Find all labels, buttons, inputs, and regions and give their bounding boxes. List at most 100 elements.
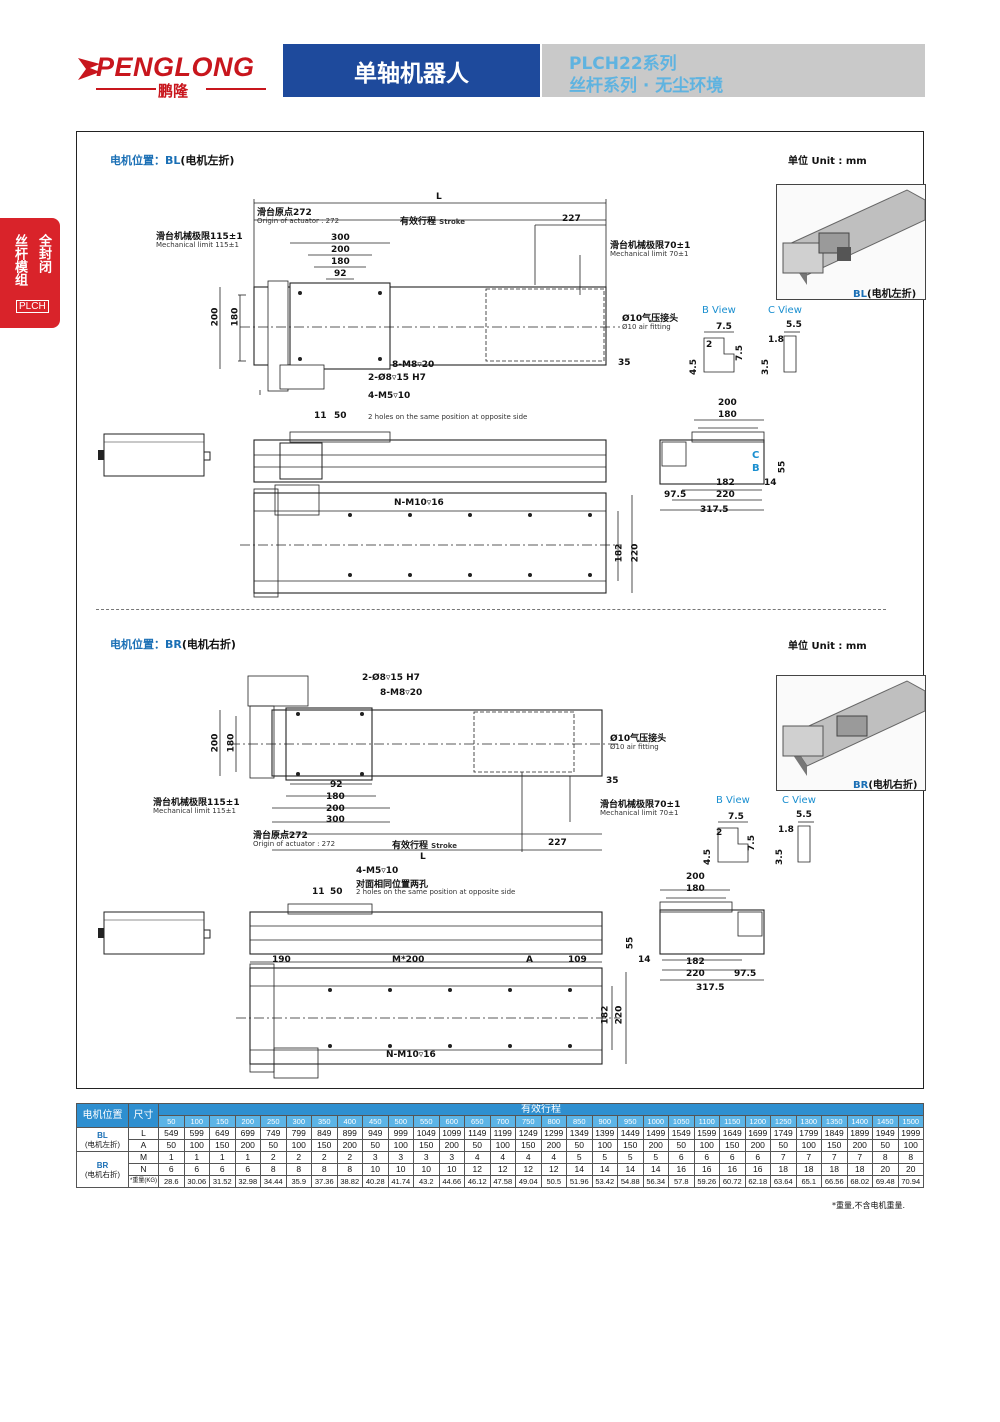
br-c35: 3.5 [774, 849, 785, 865]
br-dim-50: 50 [330, 887, 343, 897]
table-cell: 12 [489, 1163, 516, 1176]
table-cell: 2 [336, 1151, 363, 1164]
bl-c35: 3.5 [760, 359, 771, 375]
table-cell: 1399 [591, 1127, 618, 1140]
table-cell: 999 [387, 1127, 414, 1140]
bl-mech-right-en: Mechanical limit 70±1 [610, 250, 689, 258]
table-cell: 899 [336, 1127, 363, 1140]
bl-air-cn: Ø10气压接头 [622, 314, 679, 324]
table-cell: 12 [515, 1163, 542, 1176]
bl-bc-details [703, 331, 800, 373]
table-cell: 18 [846, 1163, 873, 1176]
br-stroke-cn: 有效行程 [392, 841, 429, 851]
table-cell: 18 [770, 1163, 797, 1176]
br-photo-illustration [782, 680, 926, 776]
table-cell: 46.12 [464, 1175, 491, 1188]
br-end-section [659, 889, 765, 981]
table-cell: 100 [693, 1139, 720, 1152]
table-cell: 7 [795, 1151, 822, 1164]
bl-title-suffix: (电机左折) [180, 154, 235, 167]
table-cell: 8 [285, 1163, 312, 1176]
stroke-header: 有效行程 [158, 1103, 924, 1116]
table-cell: 50 [464, 1139, 491, 1152]
bl-e200: 200 [718, 398, 737, 408]
table-cell: 69.48 [872, 1175, 899, 1188]
table-cell: 70.94 [897, 1175, 924, 1188]
bl-drawing [219, 199, 633, 598]
table-cell: 6 [744, 1151, 771, 1164]
table-cell: 6 [183, 1163, 210, 1176]
stroke-cell: 300 [285, 1115, 312, 1128]
br-title-code: BR [165, 638, 182, 651]
brand-logo: PENGLONG 鹏隆 [78, 50, 273, 100]
stroke-cell: 550 [413, 1115, 440, 1128]
table-cell: 50 [668, 1139, 695, 1152]
bl-stroke: 有效行程 Stroke [400, 214, 465, 227]
br-dim-L: L [420, 852, 426, 862]
table-cell: 41.74 [387, 1175, 414, 1188]
bl-b2: 2 [706, 340, 713, 350]
table-cell: 1549 [668, 1127, 695, 1140]
br-c-view: C View [782, 795, 816, 806]
table-cell: 50 [770, 1139, 797, 1152]
table-cell: 2 [260, 1151, 287, 1164]
side-tab-col1: 全封闭 [36, 234, 51, 273]
br-row-label: BR (电机右折) [76, 1151, 129, 1188]
table-cell: 1149 [464, 1127, 491, 1140]
bl-row-label: BL (电机左折) [76, 1127, 129, 1152]
bl-origin-cn: 滑台原点272 [257, 208, 312, 218]
bl-origin-en: Origin of actuator : 272 [257, 217, 340, 225]
table-cell: 18 [795, 1163, 822, 1176]
br-nm10: N-M10▿16 [386, 1050, 436, 1060]
br-drawing [219, 675, 627, 1079]
table-cell: 43.2 [413, 1175, 440, 1188]
table-cell: 14 [617, 1163, 644, 1176]
br-e220: 220 [686, 969, 705, 979]
stroke-cell: 1450 [872, 1115, 899, 1128]
stroke-cell: 800 [540, 1115, 567, 1128]
table-cell: 4 [540, 1151, 567, 1164]
bl-dim-300: 300 [331, 233, 350, 243]
table-cell: 649 [209, 1127, 236, 1140]
table-cell: 200 [336, 1139, 363, 1152]
bl-holes1: 8-M8▿20 [392, 360, 435, 370]
br-e975: 97.5 [734, 969, 757, 979]
br-b2: 2 [716, 828, 723, 838]
bl-eB: B [752, 463, 760, 474]
table-cell: 1449 [617, 1127, 644, 1140]
bl-e180: 180 [718, 410, 737, 420]
table-cell: 4 [515, 1151, 542, 1164]
bl-dim-220: 220 [630, 543, 641, 563]
side-category-tab[interactable]: 全封闭 丝杆模组 PLCH [0, 218, 60, 328]
row-key: N [128, 1163, 159, 1176]
br-dim-h200: 200 [210, 733, 221, 753]
table-cell: 1799 [795, 1127, 822, 1140]
stroke-cell: 1050 [668, 1115, 695, 1128]
table-cell: 57.8 [668, 1175, 695, 1188]
br-dim-190: 190 [272, 955, 291, 965]
br-row-code: BR [96, 1160, 109, 1170]
table-cell: 6 [209, 1163, 236, 1176]
table-cell: 8 [336, 1163, 363, 1176]
table-cell: 150 [209, 1139, 236, 1152]
table-cell: 6 [668, 1151, 695, 1164]
table-cell: 68.02 [846, 1175, 873, 1188]
col-size-header: 尺寸 [128, 1103, 159, 1128]
bl-unit: 单位 Unit : mm [788, 156, 867, 167]
table-cell: 16 [668, 1163, 695, 1176]
table-cell: 66.56 [821, 1175, 848, 1188]
br-e180: 180 [686, 884, 705, 894]
table-cell: 10 [362, 1163, 389, 1176]
table-cell: 1949 [872, 1127, 899, 1140]
bl-b-view: B View [702, 305, 736, 316]
table-cell: 6 [719, 1151, 746, 1164]
table-cell: 5 [642, 1151, 669, 1164]
table-cell: 150 [821, 1139, 848, 1152]
bl-mech-left-en: Mechanical limit 115±1 [156, 241, 239, 249]
table-cell: 60.72 [719, 1175, 746, 1188]
bl-photo-code: BL [853, 289, 867, 300]
stroke-cell: 400 [336, 1115, 363, 1128]
table-cell: 100 [591, 1139, 618, 1152]
stroke-cell: 50 [158, 1115, 185, 1128]
table-cell: 10 [387, 1163, 414, 1176]
